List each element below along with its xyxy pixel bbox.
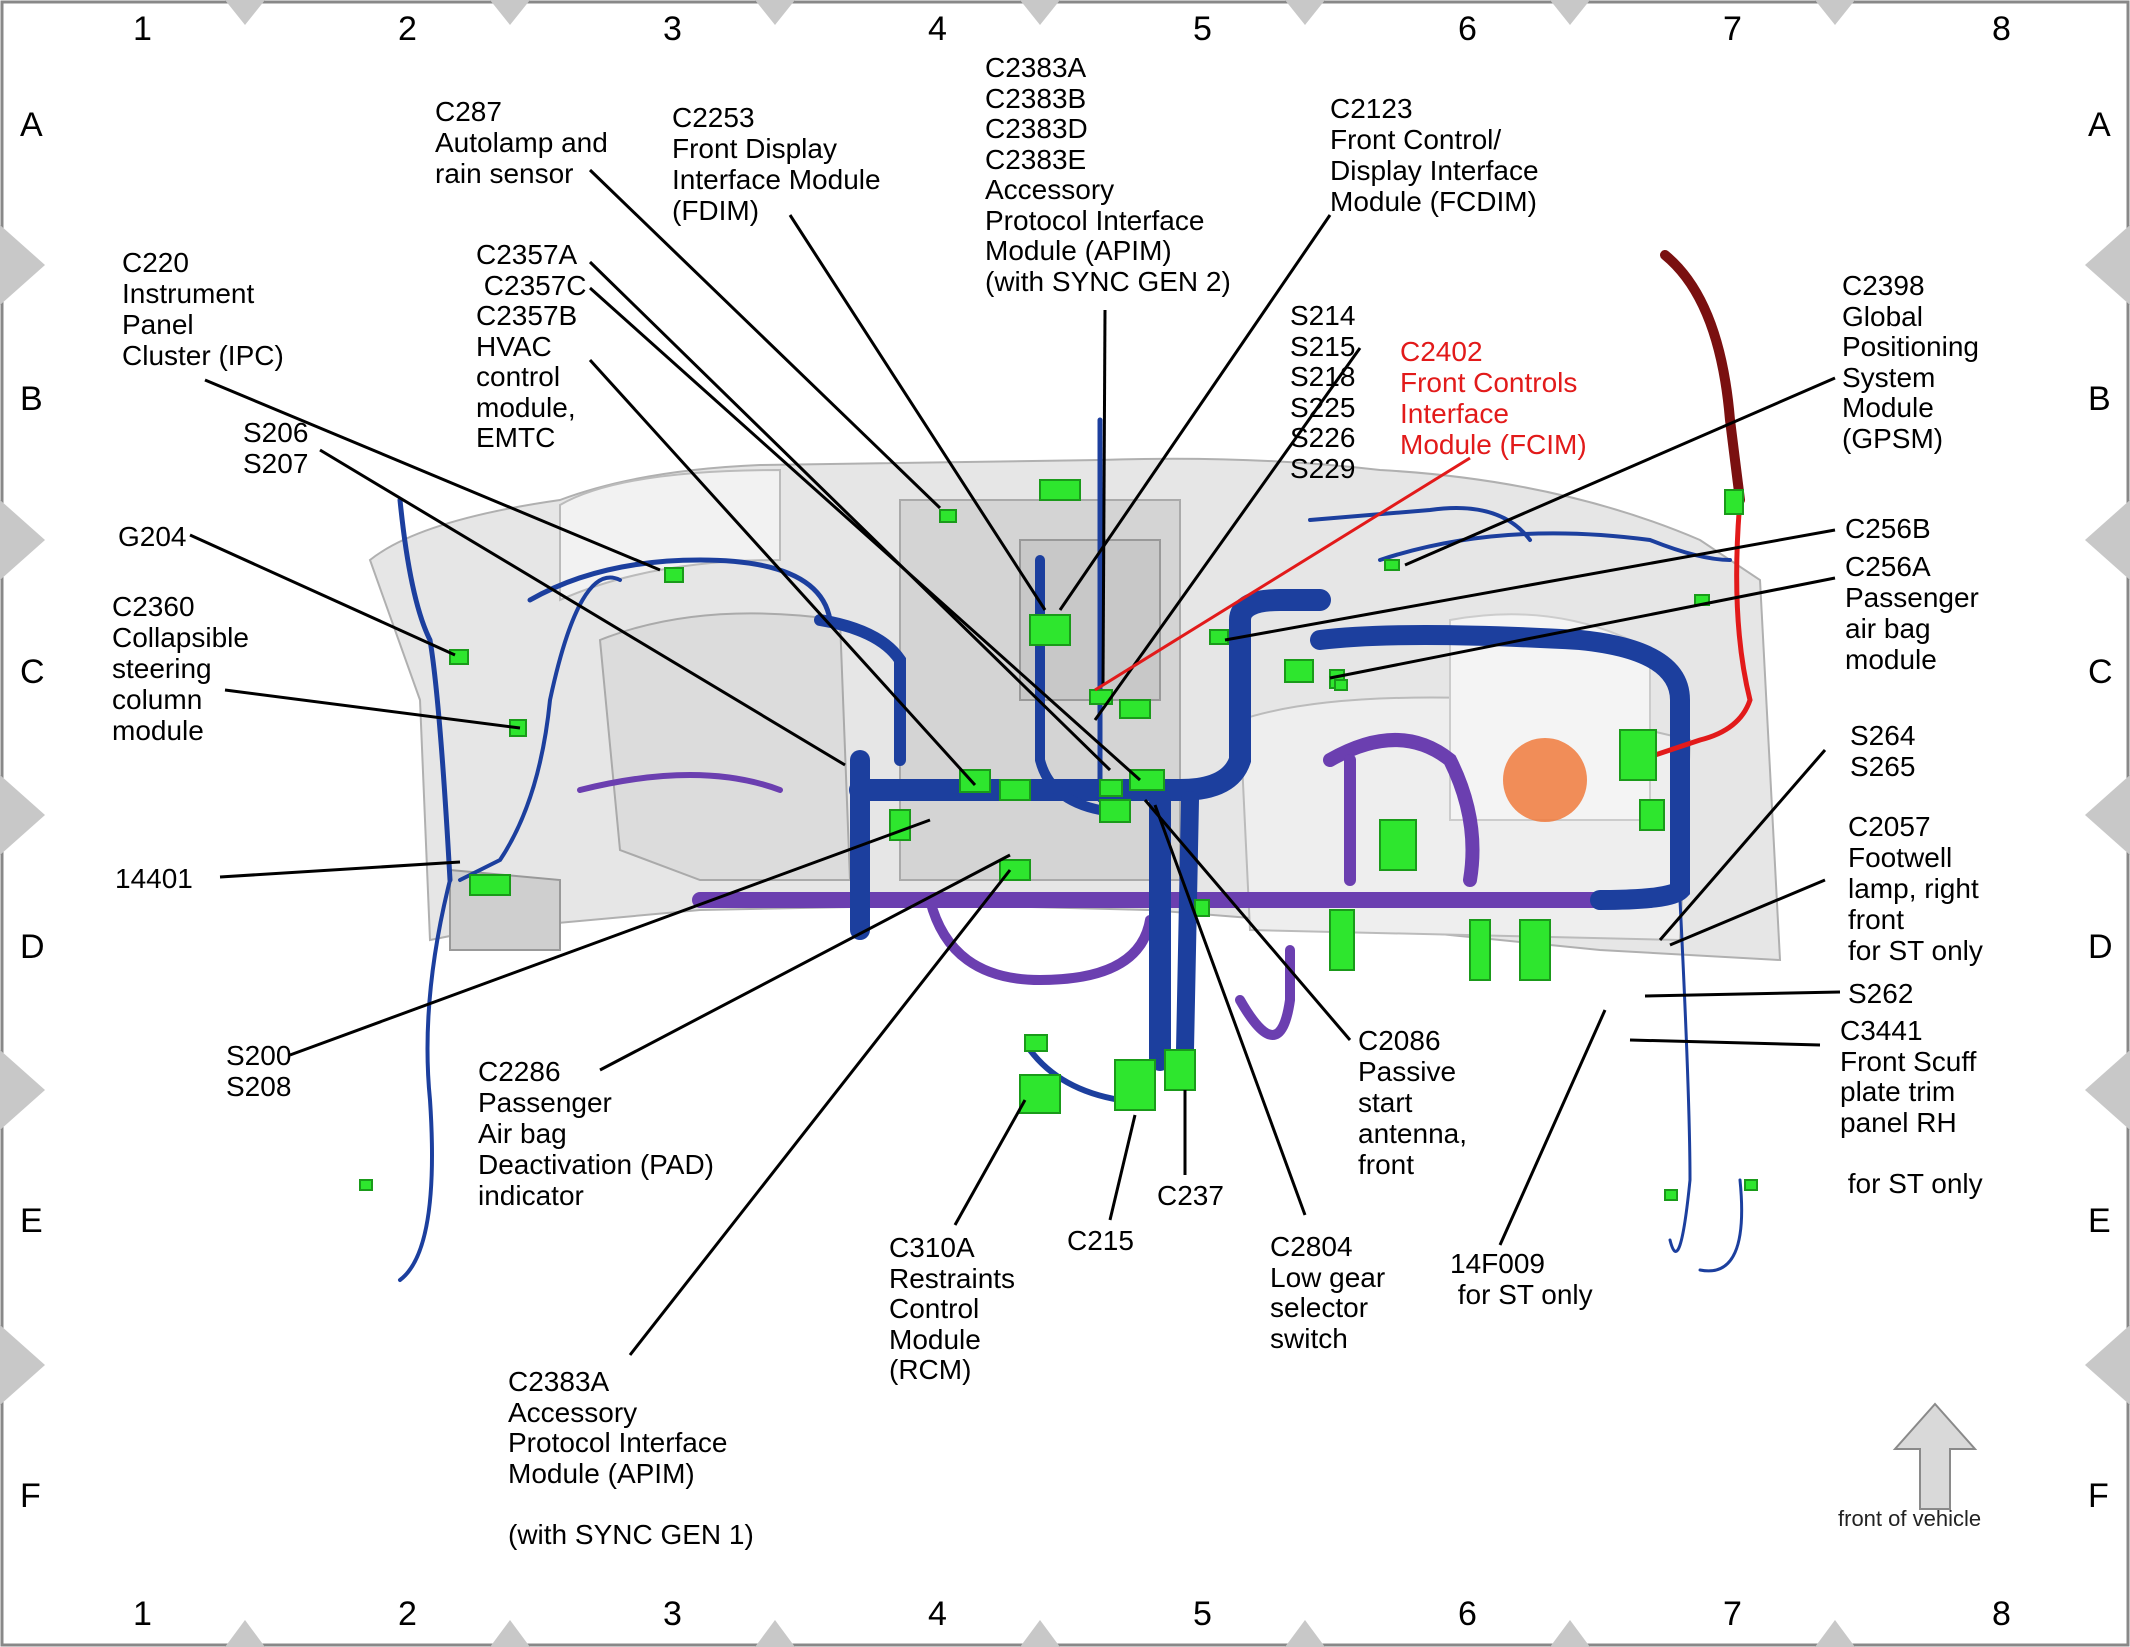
callout-splices-s214-s229: S214 S215 S218 S225 S226 S229 xyxy=(1290,300,1356,484)
callout-s262: S262 xyxy=(1848,978,1914,1009)
connectors xyxy=(359,479,1758,1201)
leader-lines xyxy=(189,168,1841,1356)
callout-14f009: 14F009 for ST only xyxy=(1450,1248,1593,1310)
grid-col-top-1: 1 xyxy=(133,10,152,48)
callout-c220: C220 Instrument Panel Cluster (IPC) xyxy=(122,247,284,371)
callout-s264-s265: S264 S265 xyxy=(1850,720,1916,782)
callout-c2804: C2804 Low gear selector switch xyxy=(1270,1231,1386,1354)
callout-c2360: C2360 Collapsible steering column module xyxy=(112,591,249,746)
grid-col-bottom-5: 5 xyxy=(1193,1595,1212,1633)
harness-lines xyxy=(397,250,1753,1282)
grid-col-bottom-2: 2 xyxy=(398,1595,417,1633)
grid-row-left-d: D xyxy=(20,928,45,966)
callout-c2057: C2057 Footwell lamp, right front for ST … xyxy=(1848,811,1983,966)
grid-col-bottom-8: 8 xyxy=(1992,1595,2011,1633)
callout-c2123: C2123 Front Control/ Display Interface M… xyxy=(1330,93,1539,217)
callout-c2286-pad: C2286 Passenger Air bag Deactivation (PA… xyxy=(478,1056,715,1211)
grid-col-top-2: 2 xyxy=(398,10,417,48)
grid-col-bottom-7: 7 xyxy=(1723,1595,1742,1633)
grid-col-top-3: 3 xyxy=(663,10,682,48)
callout-c2357: C2357A C2357C C2357B HVAC control module… xyxy=(476,239,587,453)
red-leader-line xyxy=(1094,456,1471,692)
callout-c287: C287 Autolamp and rain sensor xyxy=(435,96,608,189)
grid-row-right-d: D xyxy=(2088,928,2113,966)
grid-col-bottom-6: 6 xyxy=(1458,1595,1477,1633)
callout-c2086: C2086 Passive start antenna, front xyxy=(1358,1025,1467,1180)
callout-c256b: C256B xyxy=(1845,513,1931,544)
callout-s200-s208: S200 S208 xyxy=(226,1040,292,1102)
grid-col-bottom-1: 1 xyxy=(133,1595,152,1633)
callout-c2383-sync-gen2: C2383A C2383B C2383D C2383E Accessory Pr… xyxy=(985,52,1231,297)
callout-s206-s207: S206 S207 xyxy=(243,417,309,479)
grid-row-left-b: B xyxy=(20,380,43,418)
grid-row-right-e: E xyxy=(2088,1202,2111,1240)
front-of-vehicle-label: front of vehicle xyxy=(1838,1506,1982,1531)
grid-col-bottom-4: 4 xyxy=(928,1595,947,1633)
grid-row-right-a: A xyxy=(2088,106,2111,144)
front-arrow-icon xyxy=(1892,1402,1978,1510)
grid-row-left-f: F xyxy=(20,1477,41,1515)
callout-c2402-fcim: C2402 Front Controls Interface Module (F… xyxy=(1400,336,1587,460)
grid-row-left-c: C xyxy=(20,653,45,691)
callout-c2253: C2253 Front Display Interface Module (FD… xyxy=(672,102,881,226)
grid-col-top-4: 4 xyxy=(928,10,947,48)
callout-c2398-gpsm: C2398 Global Positioning System Module (… xyxy=(1842,270,1979,454)
callout-g204: G204 xyxy=(118,521,187,552)
callout-c256a: C256A Passenger air bag module xyxy=(1845,551,1979,675)
grid-col-top-7: 7 xyxy=(1723,10,1742,48)
grid-col-bottom-3: 3 xyxy=(663,1595,682,1633)
grid-row-left-e: E xyxy=(20,1202,43,1240)
callout-c3441: C3441 Front Scuff plate trim panel RH fo… xyxy=(1840,1015,1983,1199)
callout-c215: C215 xyxy=(1067,1225,1134,1256)
grid-row-right-f: F xyxy=(2088,1477,2109,1515)
grid-col-top-5: 5 xyxy=(1193,10,1212,48)
callout-c237: C237 xyxy=(1157,1180,1224,1211)
callout-14401: 14401 xyxy=(115,863,193,894)
callout-c2383a-sync-gen1: C2383A Accessory Protocol Interface Modu… xyxy=(508,1366,754,1550)
grid-row-left-a: A xyxy=(20,106,43,144)
grid-row-right-b: B xyxy=(2088,380,2111,418)
grid-row-right-c: C xyxy=(2088,653,2113,691)
callout-c310a-rcm: C310A Restraints Control Module (RCM) xyxy=(889,1232,1016,1385)
grid-col-top-6: 6 xyxy=(1458,10,1477,48)
grid-col-top-8: 8 xyxy=(1992,10,2011,48)
